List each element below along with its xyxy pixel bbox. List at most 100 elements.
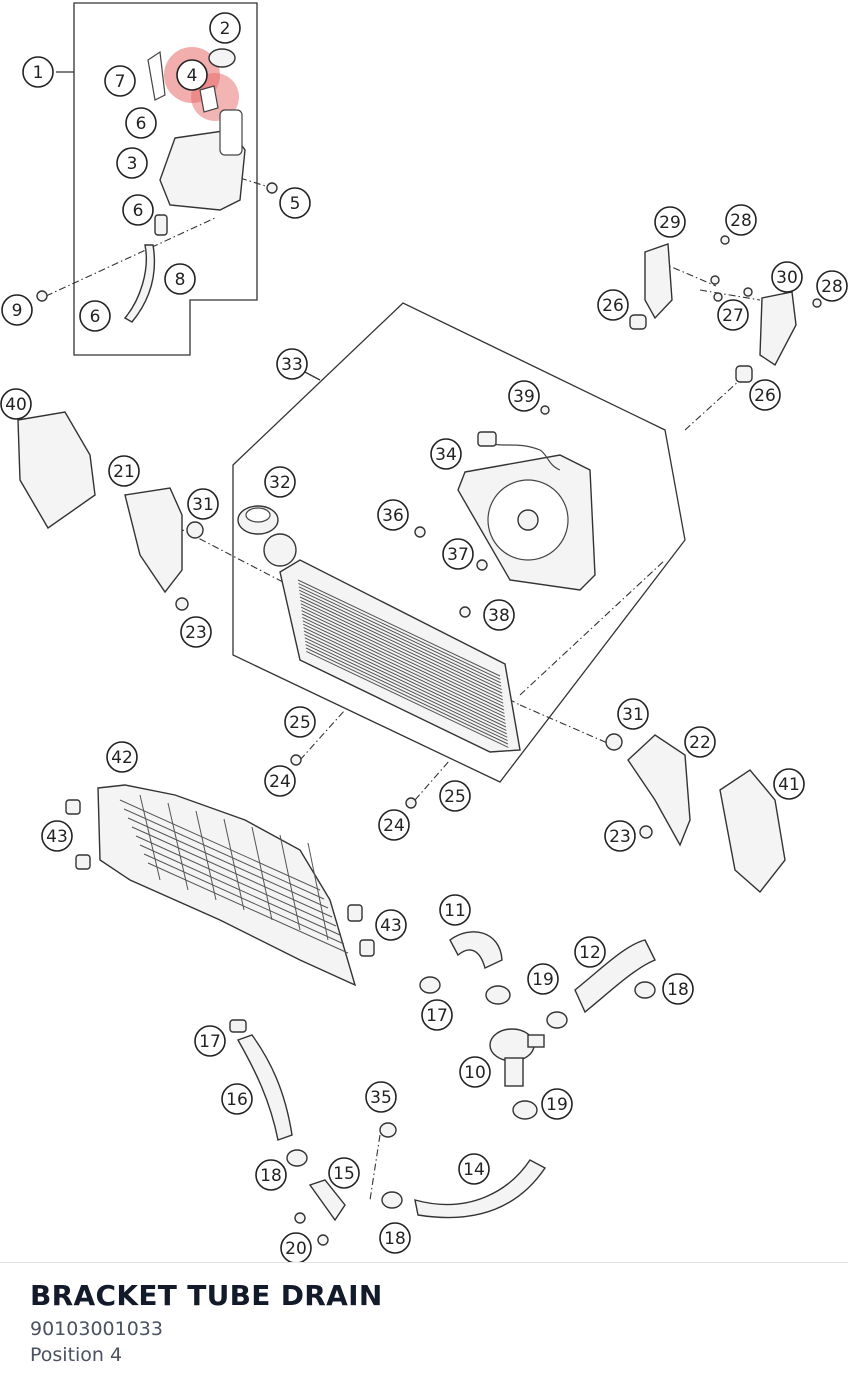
radiator-group-frame	[232, 302, 686, 783]
callout-17[interactable]: 17	[421, 999, 453, 1031]
callout-26[interactable]: 26	[749, 379, 781, 411]
callout-38[interactable]: 38	[483, 599, 515, 631]
callout-24[interactable]: 24	[378, 809, 410, 841]
callout-circle	[1, 294, 33, 326]
callout-18[interactable]: 18	[662, 973, 694, 1005]
callout-number: 9	[12, 301, 23, 321]
callout-circle	[717, 299, 749, 331]
callout-28[interactable]: 28	[725, 204, 757, 236]
callout-circle	[816, 270, 848, 302]
callout-19[interactable]: 19	[541, 1088, 573, 1120]
callout-7[interactable]: 7	[104, 65, 136, 97]
callout-number: 17	[426, 1006, 448, 1026]
callout-31[interactable]: 31	[187, 488, 219, 520]
callout-6[interactable]: 6	[122, 194, 154, 226]
callout-42[interactable]: 42	[106, 741, 138, 773]
callout-31[interactable]: 31	[617, 698, 649, 730]
callout-3[interactable]: 3	[116, 147, 148, 179]
callout-22[interactable]: 22	[684, 726, 716, 758]
callout-number: 38	[488, 606, 510, 626]
callout-circle	[284, 706, 316, 738]
callout-circle	[365, 1081, 397, 1113]
callout-number: 24	[383, 816, 405, 836]
callout-circle	[662, 973, 694, 1005]
callout-circle	[264, 765, 296, 797]
callout-number: 8	[175, 270, 186, 290]
callout-number: 43	[46, 827, 68, 847]
callout-circle	[459, 1056, 491, 1088]
callout-6[interactable]: 6	[79, 300, 111, 332]
callout-circle	[79, 300, 111, 332]
callout-40[interactable]: 40	[0, 388, 32, 420]
callout-24[interactable]: 24	[264, 765, 296, 797]
callout-number: 33	[281, 355, 303, 375]
callout-29[interactable]: 29	[654, 206, 686, 238]
callout-16[interactable]: 16	[221, 1083, 253, 1115]
callout-6[interactable]: 6	[125, 107, 157, 139]
callout-5[interactable]: 5	[279, 187, 311, 219]
callout-circle	[604, 820, 636, 852]
callout-25[interactable]: 25	[284, 706, 316, 738]
callout-number: 28	[821, 277, 843, 297]
callout-number: 19	[546, 1095, 568, 1115]
callout-36[interactable]: 36	[377, 499, 409, 531]
callout-23[interactable]: 23	[180, 616, 212, 648]
callout-26[interactable]: 26	[597, 289, 629, 321]
callout-12[interactable]: 12	[574, 936, 606, 968]
callout-15[interactable]: 15	[328, 1157, 360, 1189]
callout-43[interactable]: 43	[41, 820, 73, 852]
callout-23[interactable]: 23	[604, 820, 636, 852]
callout-number: 26	[754, 386, 776, 406]
callout-19[interactable]: 19	[527, 963, 559, 995]
callout-27[interactable]: 27	[717, 299, 749, 331]
callout-2[interactable]: 2	[209, 12, 241, 44]
callout-circle	[279, 187, 311, 219]
callout-circle	[483, 599, 515, 631]
callout-9[interactable]: 9	[1, 294, 33, 326]
callout-18[interactable]: 18	[255, 1159, 287, 1191]
callout-20[interactable]: 20	[280, 1232, 312, 1262]
callout-number: 19	[532, 970, 554, 990]
callout-number: 16	[226, 1090, 248, 1110]
callout-number: 42	[111, 748, 133, 768]
callout-8[interactable]: 8	[164, 263, 196, 295]
callout-30[interactable]: 30	[771, 261, 803, 293]
callout-circle	[209, 12, 241, 44]
callout-circle	[187, 488, 219, 520]
callout-41[interactable]: 41	[773, 768, 805, 800]
callout-number: 39	[513, 387, 535, 407]
mount-brackets	[629, 243, 797, 383]
callout-11[interactable]: 11	[439, 894, 471, 926]
callout-37[interactable]: 37	[442, 538, 474, 570]
callout-circle	[597, 289, 629, 321]
callout-circle	[771, 261, 803, 293]
callout-39[interactable]: 39	[508, 380, 540, 412]
callout-circle	[164, 263, 196, 295]
thermostat-housing	[489, 1028, 545, 1087]
callout-circle	[541, 1088, 573, 1120]
callout-number: 12	[579, 943, 601, 963]
callout-18[interactable]: 18	[379, 1222, 411, 1254]
part-title: BRACKET TUBE DRAIN	[30, 1279, 383, 1312]
callout-number: 43	[380, 916, 402, 936]
callout-35[interactable]: 35	[365, 1081, 397, 1113]
callout-number: 37	[447, 545, 469, 565]
callout-43[interactable]: 43	[375, 909, 407, 941]
callout-number: 23	[185, 623, 207, 643]
callout-25[interactable]: 25	[439, 780, 471, 812]
callout-34[interactable]: 34	[430, 438, 462, 470]
callout-number: 28	[730, 211, 752, 231]
callout-10[interactable]: 10	[459, 1056, 491, 1088]
callout-21[interactable]: 21	[108, 455, 140, 487]
callout-17[interactable]: 17	[194, 1025, 226, 1057]
callout-1[interactable]: 1	[22, 56, 54, 88]
callout-32[interactable]: 32	[264, 466, 296, 498]
callout-33[interactable]: 33	[276, 348, 308, 380]
callout-28[interactable]: 28	[816, 270, 848, 302]
callout-circle	[749, 379, 781, 411]
callout-4[interactable]: 4	[176, 59, 208, 91]
callout-number: 27	[722, 306, 744, 326]
callout-circle	[375, 909, 407, 941]
callout-14[interactable]: 14	[458, 1153, 490, 1185]
callout-number: 7	[115, 72, 126, 92]
